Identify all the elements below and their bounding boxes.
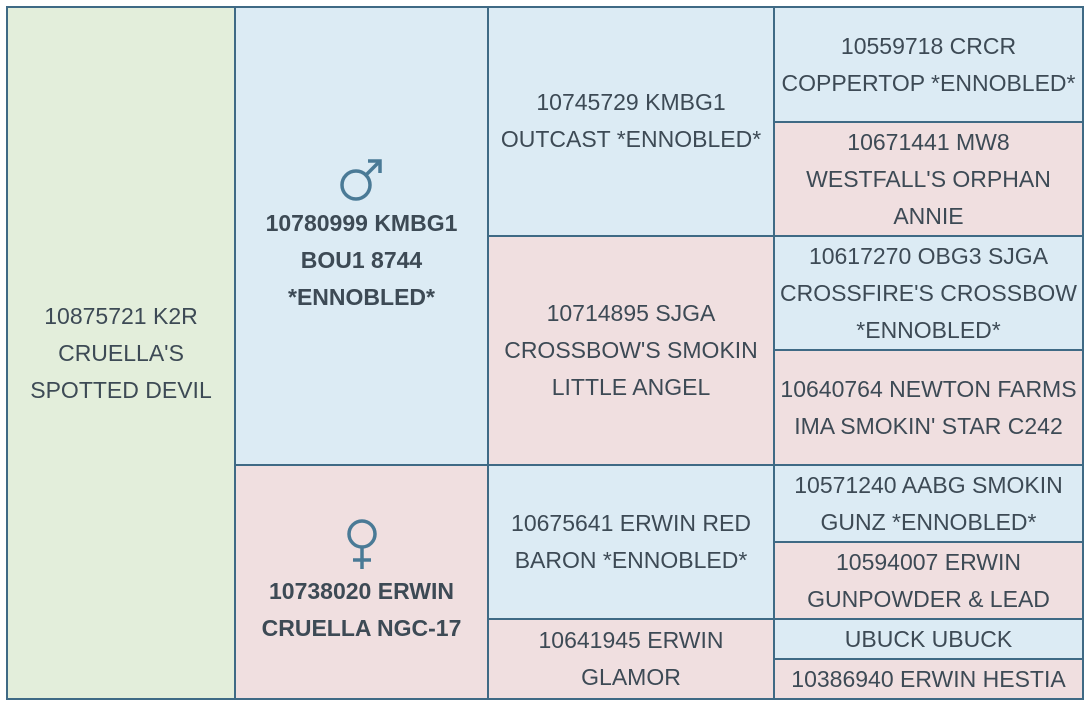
sire-dam-cell[interactable]: 10714895 SJGA CROSSBOW'S SMOKIN LITTLE A…	[489, 237, 775, 466]
sire-dam-name: 10714895 SJGA CROSSBOW'S SMOKIN LITTLE A…	[504, 300, 758, 400]
dam-sire-sire-cell[interactable]: 10571240 AABG SMOKIN GUNZ *ENNOBLED*	[775, 466, 1082, 543]
sire-sire-dam-cell[interactable]: 10671441 MW8 WESTFALL'S ORPHAN ANNIE	[775, 123, 1082, 237]
sire-dam-dam-cell[interactable]: 10640764 NEWTON FARMS IMA SMOKIN' STAR C…	[775, 351, 1082, 466]
sire-dam-sire-cell[interactable]: 10617270 OBG3 SJGA CROSSFIRE'S CROSSBOW …	[775, 237, 1082, 351]
sire-dam-sire-name: 10617270 OBG3 SJGA CROSSFIRE'S CROSSBOW …	[779, 242, 1078, 343]
dam-sire-sire-name: 10571240 AABG SMOKIN GUNZ *ENNOBLED*	[794, 471, 1063, 535]
subject-animal[interactable]: 10875721 K2R CRUELLA'S SPOTTED DEVIL	[8, 8, 236, 698]
dam-dam-cell[interactable]: 10641945 ERWIN GLAMOR	[489, 620, 775, 698]
dam-sire-name: 10675641 ERWIN RED BARON *ENNOBLED*	[511, 510, 751, 573]
female-symbol-icon	[342, 517, 382, 571]
sire-sire-sire-name: 10559718 CRCR COPPERTOP *ENNOBLED*	[781, 32, 1076, 96]
dam-cell[interactable]: 10738020 ERWIN CRUELLA NGC-17	[236, 466, 489, 698]
sire-cell[interactable]: 10780999 KMBG1 BOU1 8744 *ENNOBLED*	[236, 8, 489, 466]
sire-sire-sire-cell[interactable]: 10559718 CRCR COPPERTOP *ENNOBLED*	[775, 8, 1082, 123]
dam-dam-dam-cell[interactable]: 10386940 ERWIN HESTIA	[775, 660, 1082, 698]
dam-sire-cell[interactable]: 10675641 ERWIN RED BARON *ENNOBLED*	[489, 466, 775, 620]
sire-sire-cell[interactable]: 10745729 KMBG1 OUTCAST *ENNOBLED*	[489, 8, 775, 237]
dam-dam-dam-name: 10386940 ERWIN HESTIA	[791, 665, 1066, 692]
dam-name: 10738020 ERWIN CRUELLA NGC-17	[261, 578, 462, 641]
sire-sire-dam-name: 10671441 MW8 WESTFALL'S ORPHAN ANNIE	[806, 128, 1051, 229]
pedigree-chart: 10875721 K2R CRUELLA'S SPOTTED DEVIL 107…	[6, 6, 1084, 700]
dam-sire-dam-cell[interactable]: 10594007 ERWIN GUNPOWDER & LEAD	[775, 543, 1082, 620]
dam-sire-dam-name: 10594007 ERWIN GUNPOWDER & LEAD	[807, 548, 1050, 612]
dam-dam-sire-name: UBUCK UBUCK	[844, 625, 1013, 652]
subject-name: 10875721 K2R CRUELLA'S SPOTTED DEVIL	[30, 302, 212, 403]
sire-name: 10780999 KMBG1 BOU1 8744 *ENNOBLED*	[265, 209, 458, 310]
sire-dam-dam-name: 10640764 NEWTON FARMS IMA SMOKIN' STAR C…	[780, 375, 1077, 439]
male-symbol-icon	[338, 157, 386, 203]
dam-dam-sire-cell[interactable]: UBUCK UBUCK	[775, 620, 1082, 660]
sire-sire-name: 10745729 KMBG1 OUTCAST *ENNOBLED*	[500, 89, 762, 152]
dam-dam-name: 10641945 ERWIN GLAMOR	[538, 627, 724, 690]
